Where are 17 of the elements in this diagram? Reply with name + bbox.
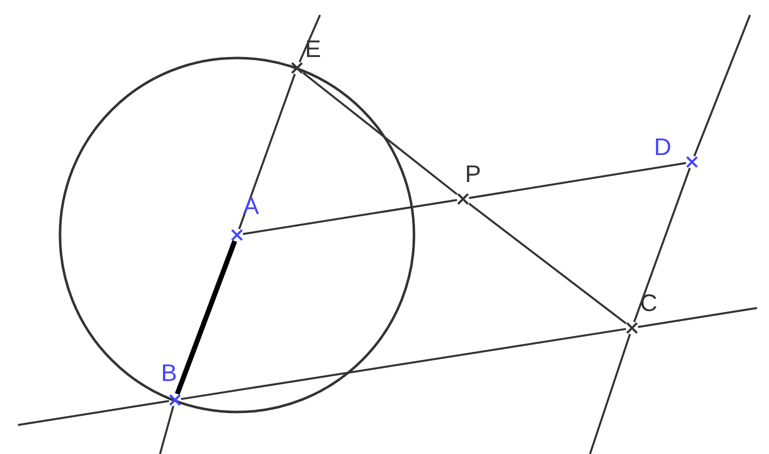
line-segment (589, 334, 631, 454)
line-segment (238, 74, 296, 230)
point-label: P (465, 163, 482, 187)
line-segment (159, 406, 174, 454)
line-segment (174, 240, 238, 395)
point-label: D (654, 136, 672, 160)
line-segment (18, 400, 170, 426)
line-segment (468, 202, 627, 324)
point-label: B (161, 362, 178, 386)
line-segment (693, 14, 751, 156)
line-segment (180, 328, 626, 400)
line-segment (302, 72, 458, 196)
line-segment (468, 162, 686, 200)
line-segment (242, 198, 458, 236)
line-segment (633, 168, 691, 322)
line-segment (638, 307, 758, 328)
line-segment (298, 14, 321, 62)
